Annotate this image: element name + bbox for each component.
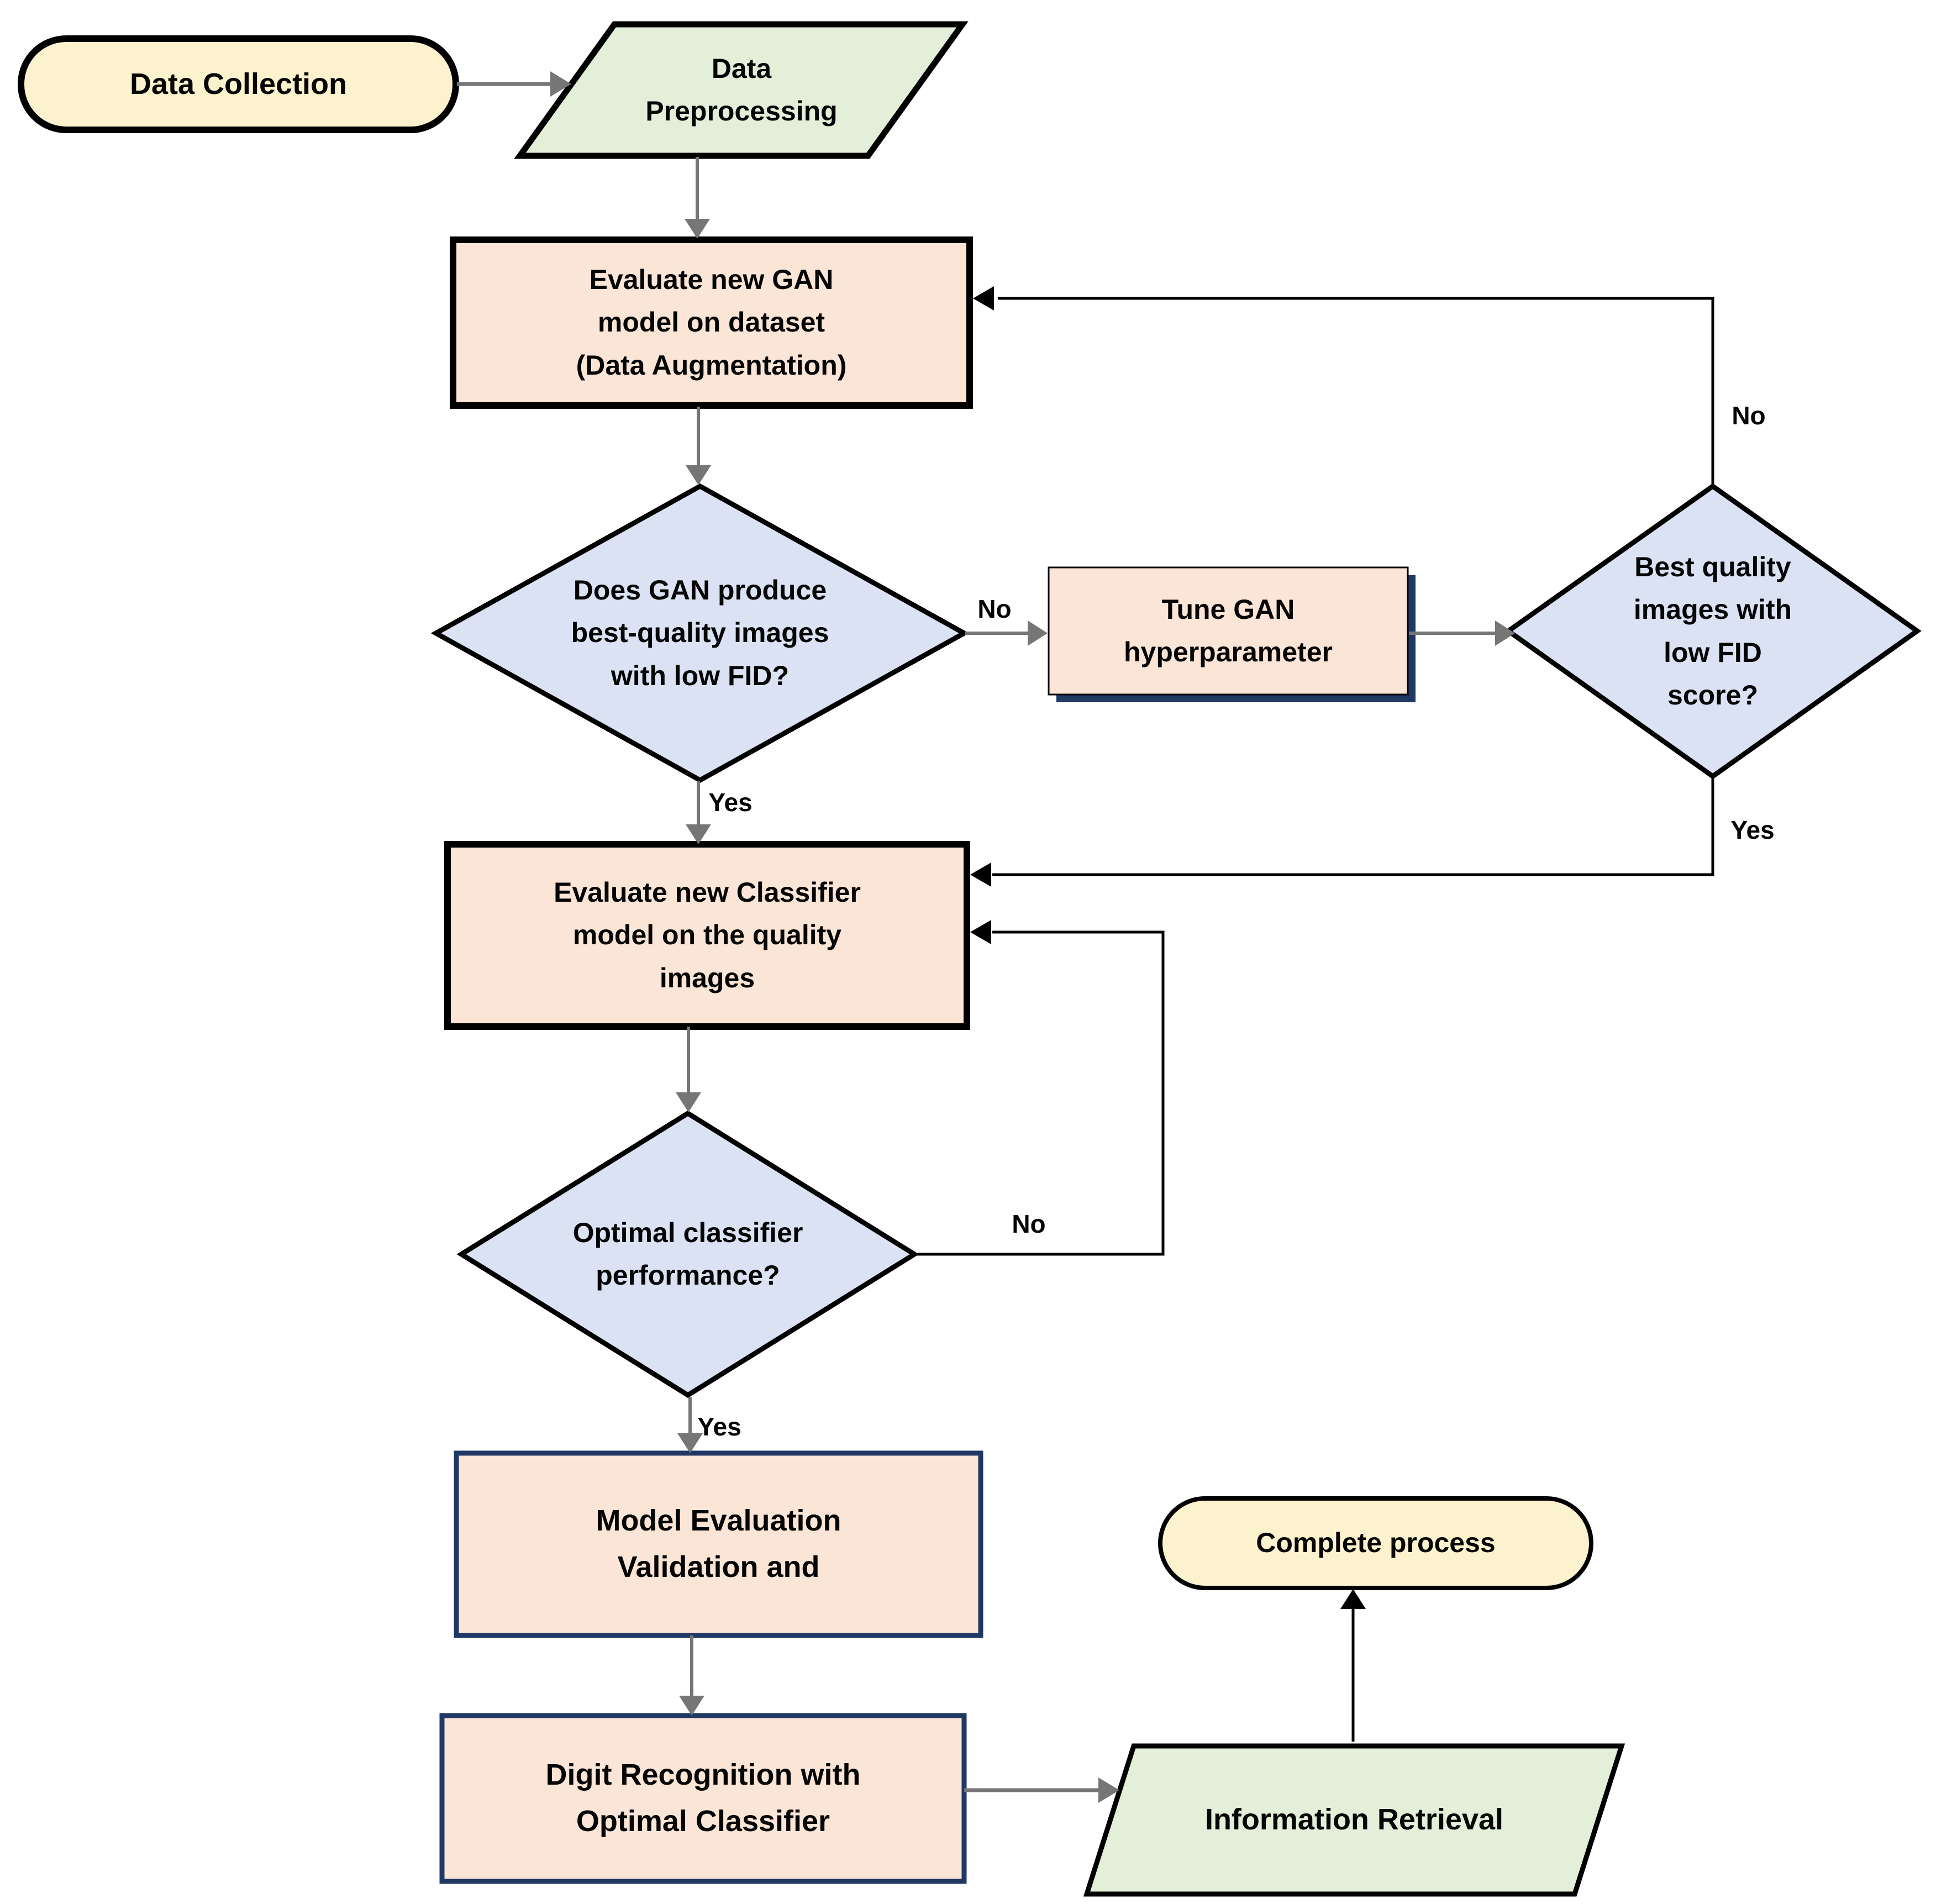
- data-preprocessing-shape: [514, 21, 969, 159]
- tune-gan-shape: [1048, 566, 1409, 696]
- arrowhead-digit-recognition-to-information-retrieval: [1098, 1777, 1119, 1803]
- data-collection-shape: [18, 35, 459, 133]
- arrow-classifier-decision-no-to-evaluate-classifier: [916, 930, 1165, 1256]
- arrowhead-evaluate-gan-to-gan-decision: [686, 465, 711, 485]
- classifier-decision-shape: [456, 1110, 919, 1398]
- gan-decision-shape: [430, 483, 970, 783]
- arrowhead-evaluate-classifier-to-classifier-decision: [676, 1092, 701, 1112]
- arrowhead-information-retrieval-to-complete-process: [1340, 1589, 1366, 1609]
- complete-process-shape: [1158, 1496, 1593, 1590]
- arrowhead-classifier-decision-no-to-evaluate-classifier: [970, 920, 991, 944]
- arrow-fid-decision-yes-to-evaluate-classifier: [992, 777, 1714, 876]
- arrowhead-gan-decision-no-to-tune-gan: [1028, 620, 1048, 646]
- arrowhead-preprocessing-to-evaluate-gan: [685, 219, 710, 239]
- model-evaluation-shape: [454, 1450, 983, 1638]
- fid-decision-shape: [1504, 483, 1922, 780]
- arrowhead-gan-decision-yes-to-evaluate-classifier: [686, 824, 711, 844]
- arrowhead-model-evaluation-to-digit-recognition: [679, 1696, 704, 1716]
- arrowhead-fid-decision-no-to-evaluate-gan: [973, 286, 994, 311]
- evaluate-classifier-shape: [444, 841, 970, 1030]
- digit-recognition-shape: [439, 1713, 967, 1884]
- information-retrieval-shape: [1083, 1743, 1625, 1897]
- evaluate-gan-shape: [450, 236, 973, 409]
- arrow-fid-decision-no-to-evaluate-gan: [998, 297, 1714, 485]
- arrowhead-tune-gan-to-fid-decision: [1495, 620, 1515, 646]
- arrowhead-collection-to-preprocessing: [550, 71, 571, 97]
- arrowhead-classifier-decision-yes-to-model-evaluation: [677, 1433, 703, 1453]
- arrowhead-fid-decision-yes-to-evaluate-classifier: [970, 862, 991, 887]
